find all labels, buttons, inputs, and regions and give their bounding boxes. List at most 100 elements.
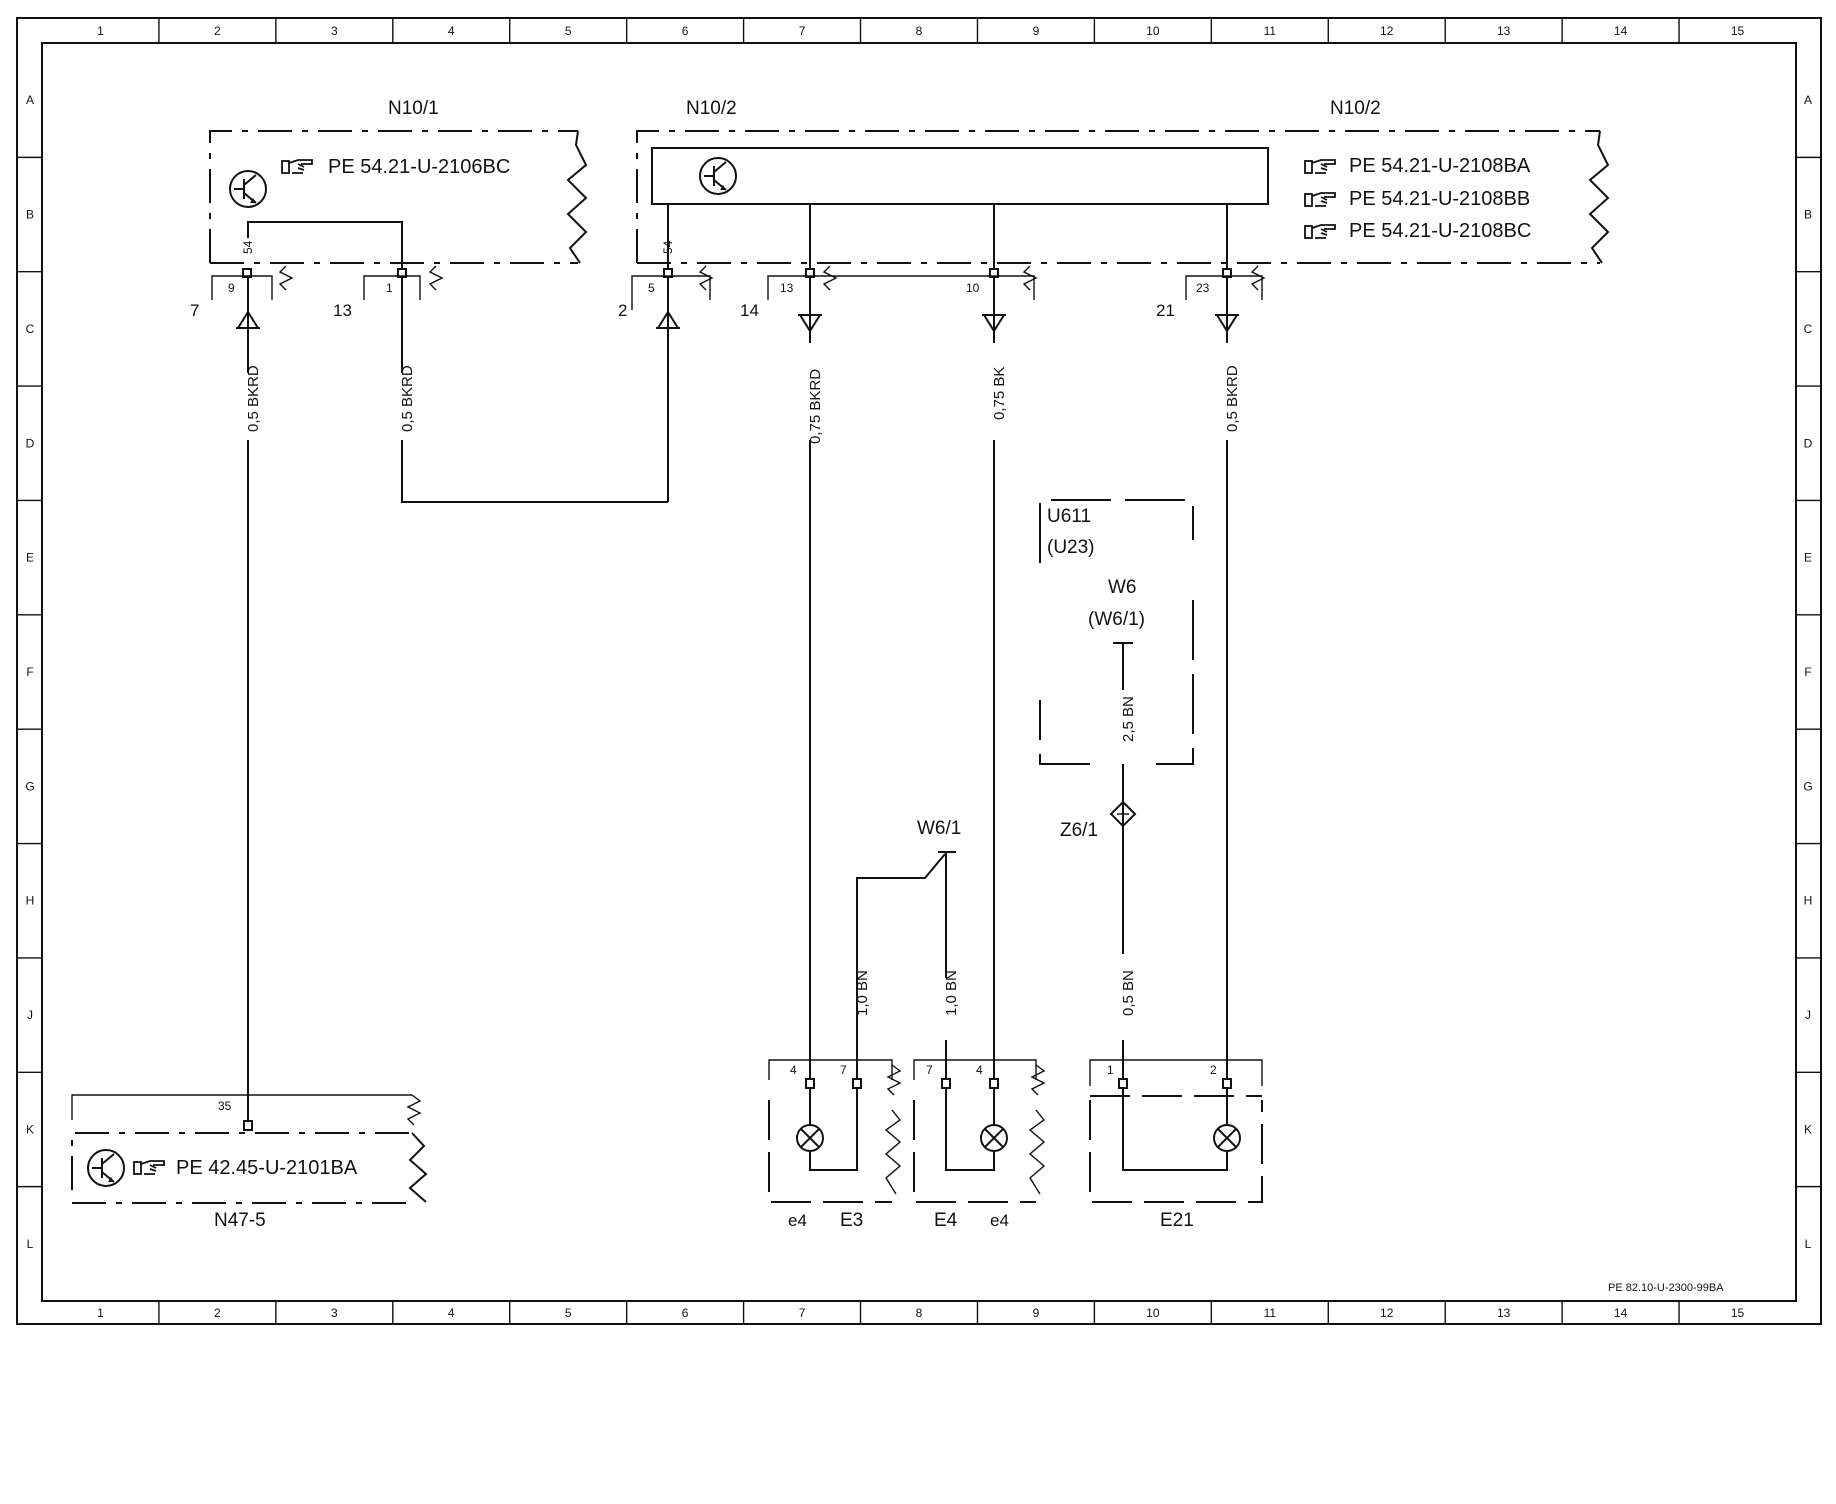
lamp-e21: 1 2 E21 bbox=[1089, 1059, 1263, 1231]
grid-row-label: C bbox=[26, 322, 35, 336]
grid-column-label: 4 bbox=[448, 1306, 455, 1320]
grid-column-label: 9 bbox=[1033, 1306, 1040, 1320]
n10-2-reference-c: PE 54.21-U-2108BC bbox=[1349, 220, 1531, 242]
grid-column-label: 7 bbox=[799, 1306, 806, 1320]
grid-column-label: 1 bbox=[97, 24, 104, 38]
pin-23: 23 bbox=[1196, 281, 1210, 295]
e3-label: E3 bbox=[840, 1210, 863, 1231]
grid-row-label: G bbox=[25, 779, 34, 793]
u611-label: U611 bbox=[1047, 506, 1091, 527]
lamp-icon bbox=[796, 1124, 824, 1152]
connector-21: 21 bbox=[1156, 301, 1175, 320]
wire-label-2: 0,5 BKRD bbox=[399, 365, 416, 432]
grid-column-label: 8 bbox=[916, 1306, 923, 1320]
e4-sub-label: e4 bbox=[990, 1211, 1009, 1230]
module-n10-1: PE 54.21-U-2106BC N10/1 54 9 7 1 13 bbox=[190, 98, 588, 373]
grid-row-label: E bbox=[1804, 551, 1812, 565]
z6-1-label: Z6/1 bbox=[1060, 820, 1098, 841]
grid-column-label: 3 bbox=[331, 1306, 338, 1320]
w6-1-label: W6/1 bbox=[917, 818, 961, 839]
wire-label-6: 2,5 BN bbox=[1120, 696, 1137, 742]
grid-row-label: D bbox=[1804, 436, 1813, 450]
n47-label: N47-5 bbox=[214, 1210, 266, 1231]
grid-row-label: J bbox=[27, 1008, 33, 1022]
e21-label: E21 bbox=[1160, 1210, 1194, 1231]
e3-pin-4: 4 bbox=[790, 1063, 797, 1077]
u611-block: U611 (U23) W6 (W6/1) Z6/1 W6/1 bbox=[917, 499, 1194, 954]
e3-pin-7: 7 bbox=[840, 1063, 847, 1077]
reference-hand-icon bbox=[133, 1160, 165, 1175]
grid-column-label: 15 bbox=[1731, 1306, 1745, 1320]
grid-row-label: L bbox=[27, 1237, 34, 1251]
grid-row-label: E bbox=[26, 551, 34, 565]
pin-10: 10 bbox=[966, 281, 980, 295]
grid-row-label: K bbox=[1804, 1122, 1812, 1136]
grid-row-label: K bbox=[26, 1122, 34, 1136]
grid-row-label: A bbox=[1804, 93, 1812, 107]
pin-9: 9 bbox=[228, 281, 235, 295]
grid-row-label: D bbox=[26, 436, 35, 450]
grid-row-label: G bbox=[1803, 779, 1812, 793]
n10-2-left-label: N10/2 bbox=[686, 98, 737, 119]
connector-14: 14 bbox=[740, 301, 759, 320]
pin-13: 13 bbox=[780, 281, 794, 295]
grid-row-label: B bbox=[1804, 208, 1812, 222]
transistor-icon bbox=[699, 157, 737, 195]
w6-label: W6 bbox=[1108, 577, 1137, 598]
pin-54-n10-2: 54 bbox=[661, 240, 675, 254]
grid-column-label: 8 bbox=[916, 24, 923, 38]
grid-column-label: 7 bbox=[799, 24, 806, 38]
grid-row-label: L bbox=[1805, 1237, 1812, 1251]
grid-column-label: 4 bbox=[448, 24, 455, 38]
e3-sub-label: e4 bbox=[788, 1211, 807, 1230]
grid-row-label: B bbox=[26, 208, 34, 222]
u23-label: (U23) bbox=[1047, 537, 1095, 558]
grid-column-label: 15 bbox=[1731, 24, 1745, 38]
grid-row-label: F bbox=[26, 665, 33, 679]
e21-pin-2: 2 bbox=[1210, 1063, 1217, 1077]
pin-5: 5 bbox=[648, 281, 655, 295]
wire-label-9: 0,5 BN bbox=[1120, 970, 1137, 1016]
lamp-icon bbox=[1213, 1124, 1241, 1152]
grid-column-label: 2 bbox=[214, 1306, 221, 1320]
grid-column-label: 5 bbox=[565, 24, 572, 38]
connector-7: 7 bbox=[190, 301, 199, 320]
grid-column-label: 10 bbox=[1146, 1306, 1160, 1320]
wire-label-8: 1,0 BN bbox=[943, 970, 960, 1016]
transistor-icon bbox=[229, 170, 267, 208]
grid-column-label: 10 bbox=[1146, 24, 1160, 38]
grid-row-label: H bbox=[1804, 894, 1813, 908]
grid-column-label: 11 bbox=[1264, 1306, 1277, 1320]
grid-column-label: 6 bbox=[682, 24, 689, 38]
grid-row-label: J bbox=[1805, 1008, 1811, 1022]
connector-13: 13 bbox=[333, 301, 352, 320]
module-n10-2: N10/2 N10/2 PE 54.21-U-2108BA PE 54.21-U… bbox=[618, 98, 1610, 502]
grid-column-label: 12 bbox=[1380, 1306, 1394, 1320]
grid-column-label: 2 bbox=[214, 24, 221, 38]
pin-54-n10-1: 54 bbox=[241, 240, 255, 254]
w6-1-paren-label: (W6/1) bbox=[1088, 609, 1145, 630]
pin-35: 35 bbox=[218, 1099, 232, 1113]
wire-label-5: 0,5 BKRD bbox=[1224, 365, 1241, 432]
wiring: 0,5 BKRD 0,5 BKRD 0,75 BKRD 0,75 BK 0,5 … bbox=[245, 365, 1241, 1120]
n10-2-right-label: N10/2 bbox=[1330, 98, 1381, 119]
connector-2: 2 bbox=[618, 301, 627, 320]
reference-hand-icon bbox=[1304, 192, 1336, 207]
reference-hand-icon bbox=[281, 159, 313, 174]
grid-column-label: 3 bbox=[331, 24, 338, 38]
grid-column-label: 12 bbox=[1380, 24, 1394, 38]
drawing-frame bbox=[16, 17, 1822, 1325]
wire-label-4: 0,75 BK bbox=[991, 367, 1008, 420]
wire-label-7: 1,0 BN bbox=[854, 970, 871, 1016]
drawing-code: PE 82.10-U-2300-99BA bbox=[1608, 1282, 1724, 1294]
grid-column-label: 1 bbox=[97, 1306, 104, 1320]
e4-label: E4 bbox=[934, 1210, 958, 1231]
grid-column-label: 5 bbox=[565, 1306, 572, 1320]
n10-1-reference: PE 54.21-U-2106BC bbox=[328, 156, 510, 178]
grid-row-label: C bbox=[1804, 322, 1813, 336]
grid-column-label: 11 bbox=[1264, 24, 1277, 38]
n10-2-reference-a: PE 54.21-U-2108BA bbox=[1349, 155, 1531, 177]
lamp-e3: 4 7 e4 E3 bbox=[768, 1059, 902, 1231]
grid-column-label: 6 bbox=[682, 1306, 689, 1320]
